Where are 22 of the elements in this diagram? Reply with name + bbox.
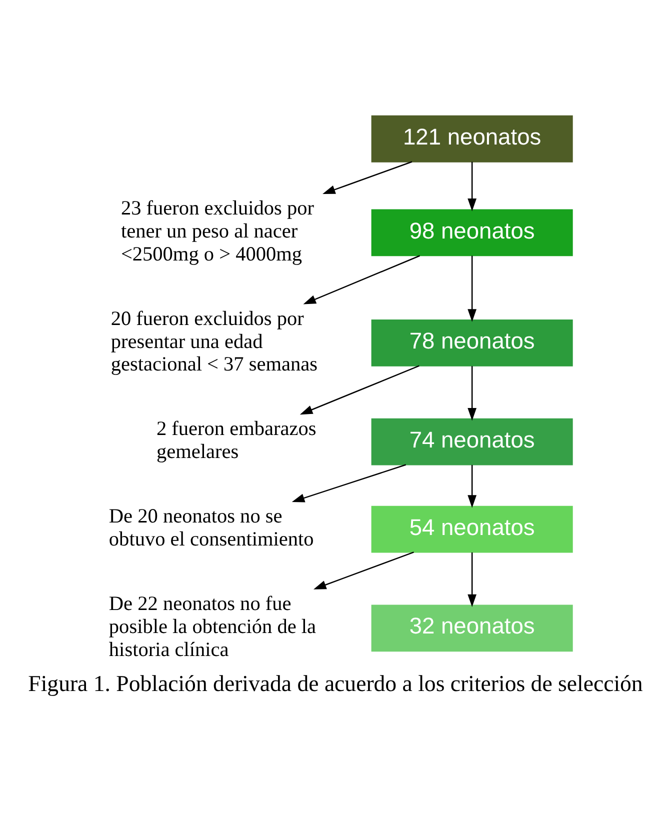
node-text: 2 fueron embarazos gemelares (156, 418, 316, 463)
arrow (300, 364, 420, 414)
arrow (468, 255, 477, 322)
node-box: 121 neonatos (371, 114, 573, 162)
node-box: 74 neonatos (371, 418, 573, 465)
arrow (314, 551, 414, 589)
node-box: 78 neonatos (371, 319, 573, 366)
node-text: 23 fueron excluidos por tener un peso al nacer <2500mg o > 4000mg (120, 197, 314, 265)
node-box: 54 neonatos (371, 505, 573, 552)
caption: Figura 1. Población derivada de acuerdo a los criterios de selección (28, 670, 643, 696)
arrow (303, 254, 420, 304)
node-box: 32 neonatos (371, 604, 573, 652)
arrow (468, 161, 477, 211)
node-text: 20 fueron excluidos por presentar una edad gestacional < 37 semanas (110, 307, 318, 376)
node-text: De 20 neonatos no se obtuvo el consentimiento (108, 505, 314, 550)
arrow (322, 160, 412, 194)
node-box: 98 neonatos (371, 208, 573, 256)
arrow (468, 464, 477, 508)
arrow (468, 552, 477, 607)
node-text: De 22 neonatos no fue posible la obtención de la historia clínica (108, 592, 316, 660)
arrow (468, 366, 477, 420)
arrow (292, 464, 406, 502)
